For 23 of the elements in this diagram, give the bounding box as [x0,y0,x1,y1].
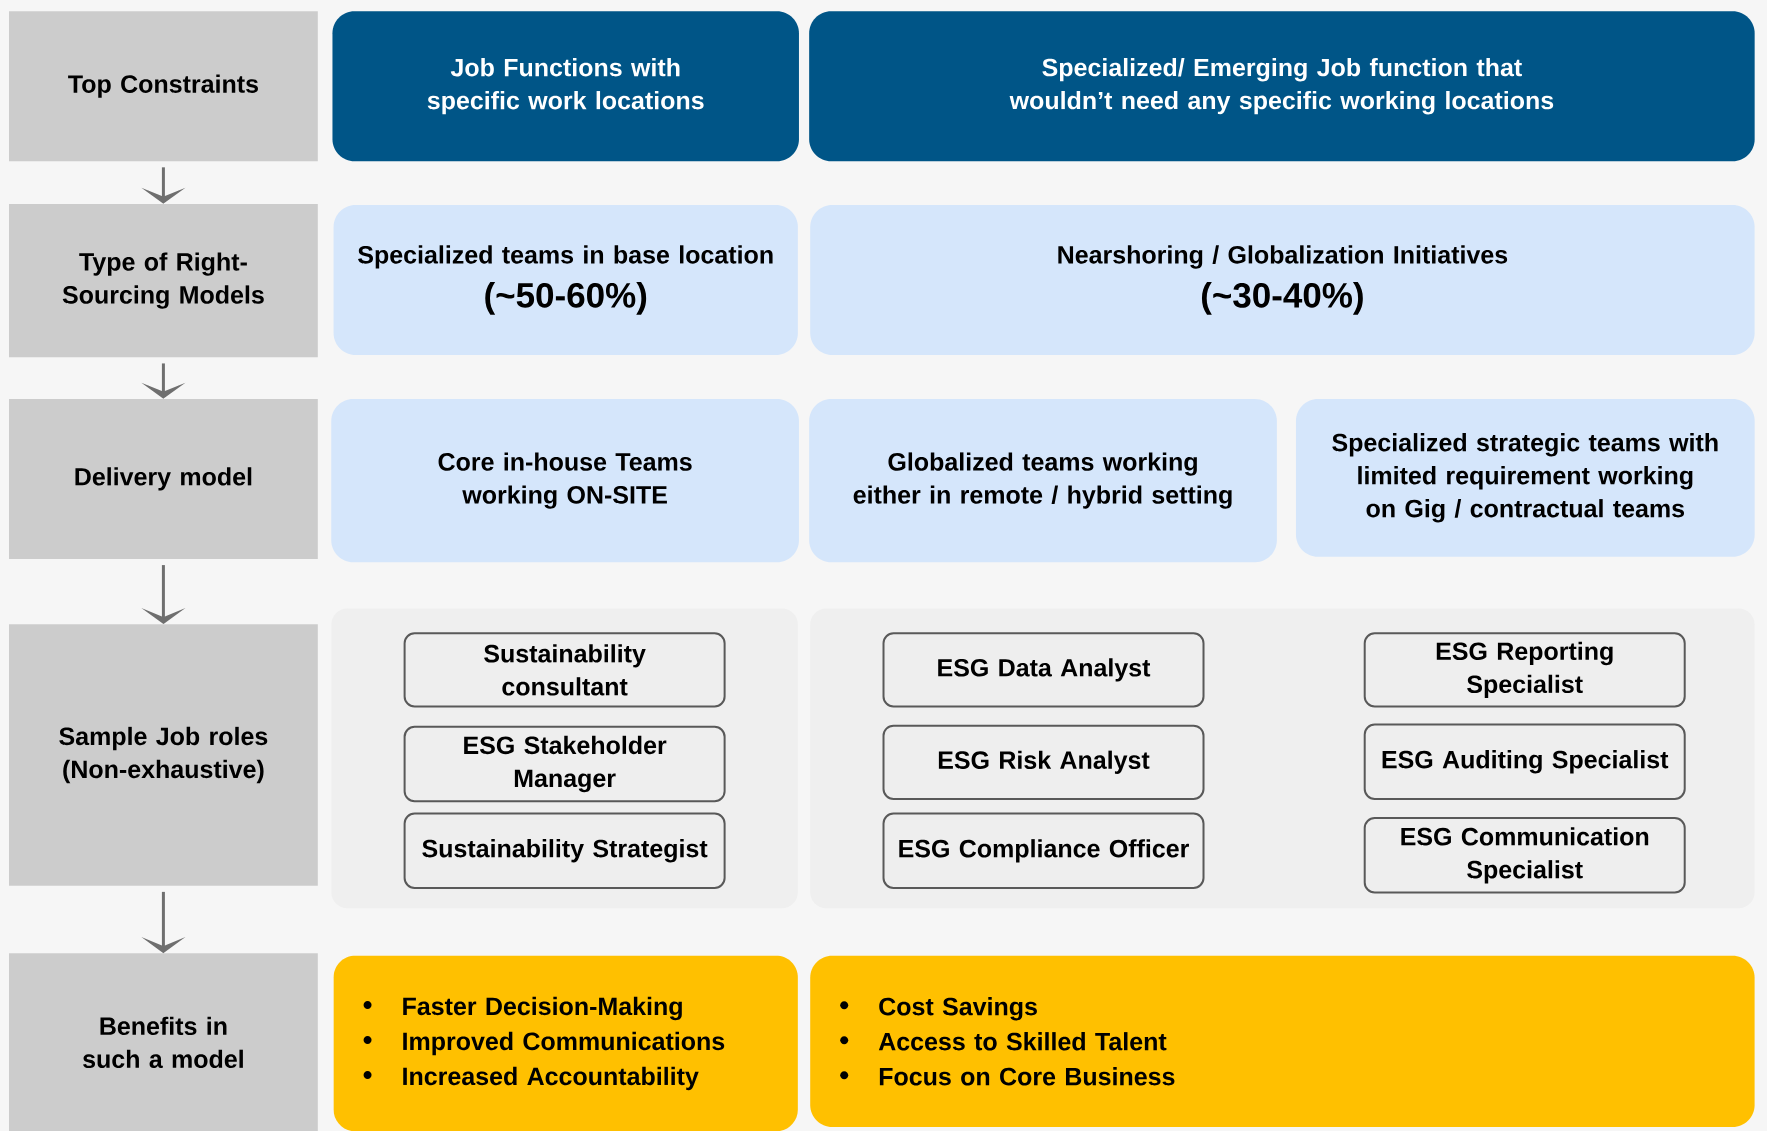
role-box: ESG Communication Specialist [1363,817,1686,894]
role-box: ESG Risk Analyst [882,724,1205,800]
role-box: Sustainability consultant [403,632,726,708]
benefits-box: Cost Savings Access to Skilled Talent Focus on Core Business [810,955,1755,1127]
role-box: ESG Stakeholder Manager [403,725,726,803]
model-box: Globalized teams working either in remote / hybrid setting [809,398,1277,563]
constraint-box: Job Functions with specific work locations [332,11,799,162]
header-box: Top Constraints [9,11,318,162]
header-box: Benefits in such a model [9,953,318,1131]
model-box: Nearshoring / Globalization Initiatives (~30-40%) [810,205,1755,355]
role-box: ESG Compliance Officer [882,812,1205,889]
model-box: Specialized strategic teams with limited requirement working on Gig / contractual teams [1295,398,1755,557]
header-box: Sample Job roles (Non-exhaustive) [9,624,318,886]
role-box: ESG Reporting Specialist [1363,632,1686,708]
role-box: ESG Auditing Specialist [1363,723,1686,800]
header-box: Delivery model [9,398,318,559]
header-box: Type of Right-Sourcing Models [9,203,318,358]
model-box: Core in-house Teams working ON-SITE [331,398,799,563]
role-box: ESG Data Analyst [882,632,1205,708]
constraint-box: Specialized/ Emerging Job function that wouldn’t need any specific working locations [809,11,1755,162]
role-box: Sustainability Strategist [403,812,726,889]
benefits-box: Faster Decision-Making Improved Communications Increased Accountability [333,955,798,1131]
model-box: Specialized teams in base location (~50-60%) [333,205,798,355]
